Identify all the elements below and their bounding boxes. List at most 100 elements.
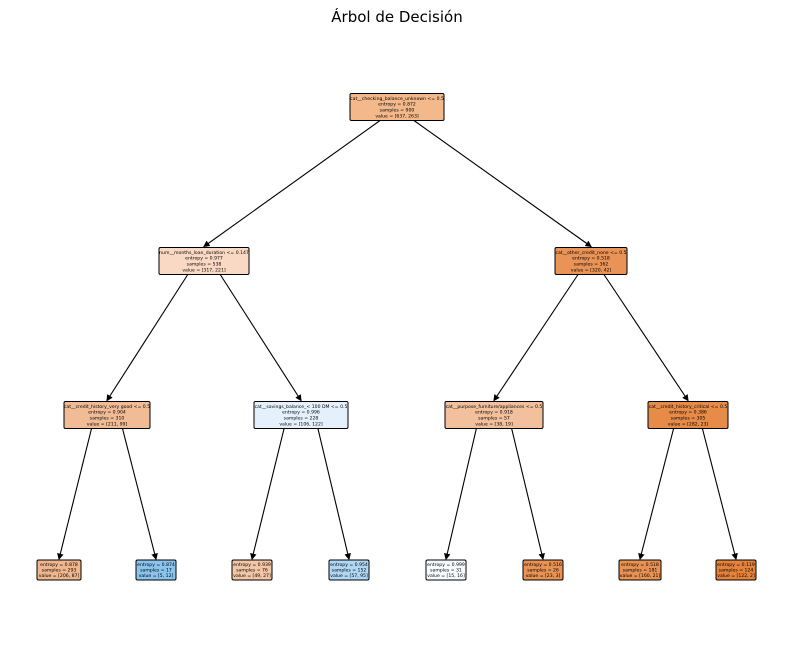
edge-n4-n10	[317, 428, 351, 561]
node-line: value = [317, 221]	[182, 267, 226, 273]
node-box	[158, 247, 250, 275]
node-box	[63, 401, 151, 429]
node-line: value = [106, 122]	[279, 421, 323, 427]
node-line: samples = 900	[380, 108, 415, 114]
node-line: entropy = 0.904	[88, 410, 126, 416]
tree-node-n3: cat__credit_history_very good <= 0.5entr…	[63, 401, 151, 429]
edge-n2-n5	[493, 274, 579, 402]
node-line: cat__checking_balance_unknown <= 0.5	[350, 96, 444, 102]
node-line: cat__purpose_furniture/appliances <= 0.5	[446, 404, 543, 410]
node-line: entropy = 0.999	[427, 562, 465, 568]
node-box	[349, 93, 445, 121]
node-line: value = [320, 42]	[571, 267, 612, 273]
node-line: entropy = 0.878	[40, 562, 78, 568]
node-line: value = [23, 3]	[526, 573, 561, 579]
node-line: value = [49, 27]	[233, 573, 271, 579]
edge-n0-n2	[413, 120, 592, 248]
node-line: cat__savings_balance_< 100 DM <= 0.5	[255, 404, 348, 410]
node-line: samples = 152	[332, 568, 367, 574]
node-box	[328, 559, 370, 581]
tree-node-n5: cat__purpose_furniture/appliances <= 0.5…	[444, 401, 544, 429]
node-box	[618, 559, 662, 581]
node-line: entropy = 0.119	[717, 562, 755, 568]
node-line: entropy = 0.918	[475, 410, 513, 416]
node-box	[444, 401, 544, 429]
node-box	[231, 559, 273, 581]
node-line: samples = 228	[284, 416, 319, 422]
node-line: samples = 26	[527, 568, 559, 574]
node-box	[135, 559, 177, 581]
node-line: value = [637, 263]	[375, 113, 419, 119]
node-line: cat__other_credit_none <= 0.5	[555, 250, 626, 256]
edge-n1-n3	[106, 274, 189, 402]
node-line: value = [57, 95]	[330, 573, 368, 579]
node-line: value = [122, 2]	[717, 573, 755, 579]
node-line: samples = 293	[42, 568, 77, 574]
node-line: samples = 362	[574, 262, 609, 268]
node-line: num__months_loan_duration <= 0.147	[159, 250, 249, 256]
node-line: entropy = 0.874	[137, 562, 175, 568]
edge-n3-n8	[121, 428, 158, 561]
edge-n5-n11	[444, 428, 477, 561]
node-line: samples = 124	[719, 568, 754, 574]
node-line: value = [211, 99]	[87, 421, 128, 427]
node-line: samples = 57	[478, 416, 510, 422]
node-line: cat__credit_history_very good <= 0.5	[64, 404, 150, 410]
node-line: samples = 76	[236, 568, 268, 574]
node-line: entropy = 0.954	[330, 562, 368, 568]
node-line: samples = 305	[671, 416, 706, 422]
node-box	[647, 401, 729, 429]
node-box	[253, 401, 349, 429]
tree-node-n4: cat__savings_balance_< 100 DM <= 0.5entr…	[253, 401, 349, 429]
node-line: samples = 310	[90, 416, 125, 422]
tree-nodes: cat__checking_balance_unknown <= 0.5entr…	[36, 93, 757, 581]
node-line: entropy = 0.518	[572, 256, 610, 262]
node-line: entropy = 0.872	[378, 102, 416, 108]
tree-node-n6: cat__credit_history_critical <= 0.5entro…	[647, 401, 729, 429]
edge-n0-n1	[203, 120, 381, 248]
node-line: entropy = 0.939	[233, 562, 271, 568]
node-box	[715, 559, 757, 581]
node-box	[522, 559, 564, 581]
edge-n5-n12	[511, 428, 545, 561]
node-line: entropy = 0.977	[185, 256, 223, 262]
chart-title: Árbol de Decisión	[331, 8, 463, 26]
node-line: samples = 538	[187, 262, 222, 268]
node-line: entropy = 0.386	[669, 410, 707, 416]
node-box	[36, 559, 82, 581]
node-box	[554, 247, 628, 275]
node-box	[425, 559, 467, 581]
node-line: value = [38, 19]	[475, 421, 513, 427]
node-line: entropy = 0.518	[621, 562, 659, 568]
node-line: samples = 17	[140, 568, 172, 574]
tree-node-n0: cat__checking_balance_unknown <= 0.5entr…	[349, 93, 445, 121]
node-line: entropy = 0.516	[524, 562, 562, 568]
edge-n4-n9	[250, 428, 285, 561]
tree-node-n1: num__months_loan_duration <= 0.147entrop…	[158, 247, 250, 275]
node-line: value = [160, 21]	[620, 573, 661, 579]
edge-n6-n14	[701, 428, 738, 561]
node-line: cat__credit_history_critical <= 0.5	[649, 404, 728, 410]
node-line: value = [5, 12]	[139, 573, 174, 579]
tree-edges	[57, 120, 738, 561]
edge-n1-n4	[219, 274, 302, 402]
node-line: samples = 181	[623, 568, 658, 574]
node-line: value = [15, 16]	[427, 573, 465, 579]
edge-n2-n6	[603, 274, 689, 402]
node-line: value = [282, 23]	[668, 421, 709, 427]
node-line: samples = 31	[430, 568, 462, 574]
node-line: entropy = 0.996	[282, 410, 320, 416]
node-line: value = [206, 87]	[39, 573, 80, 579]
edge-n6-n13	[638, 428, 675, 561]
edge-n3-n7	[57, 428, 93, 561]
